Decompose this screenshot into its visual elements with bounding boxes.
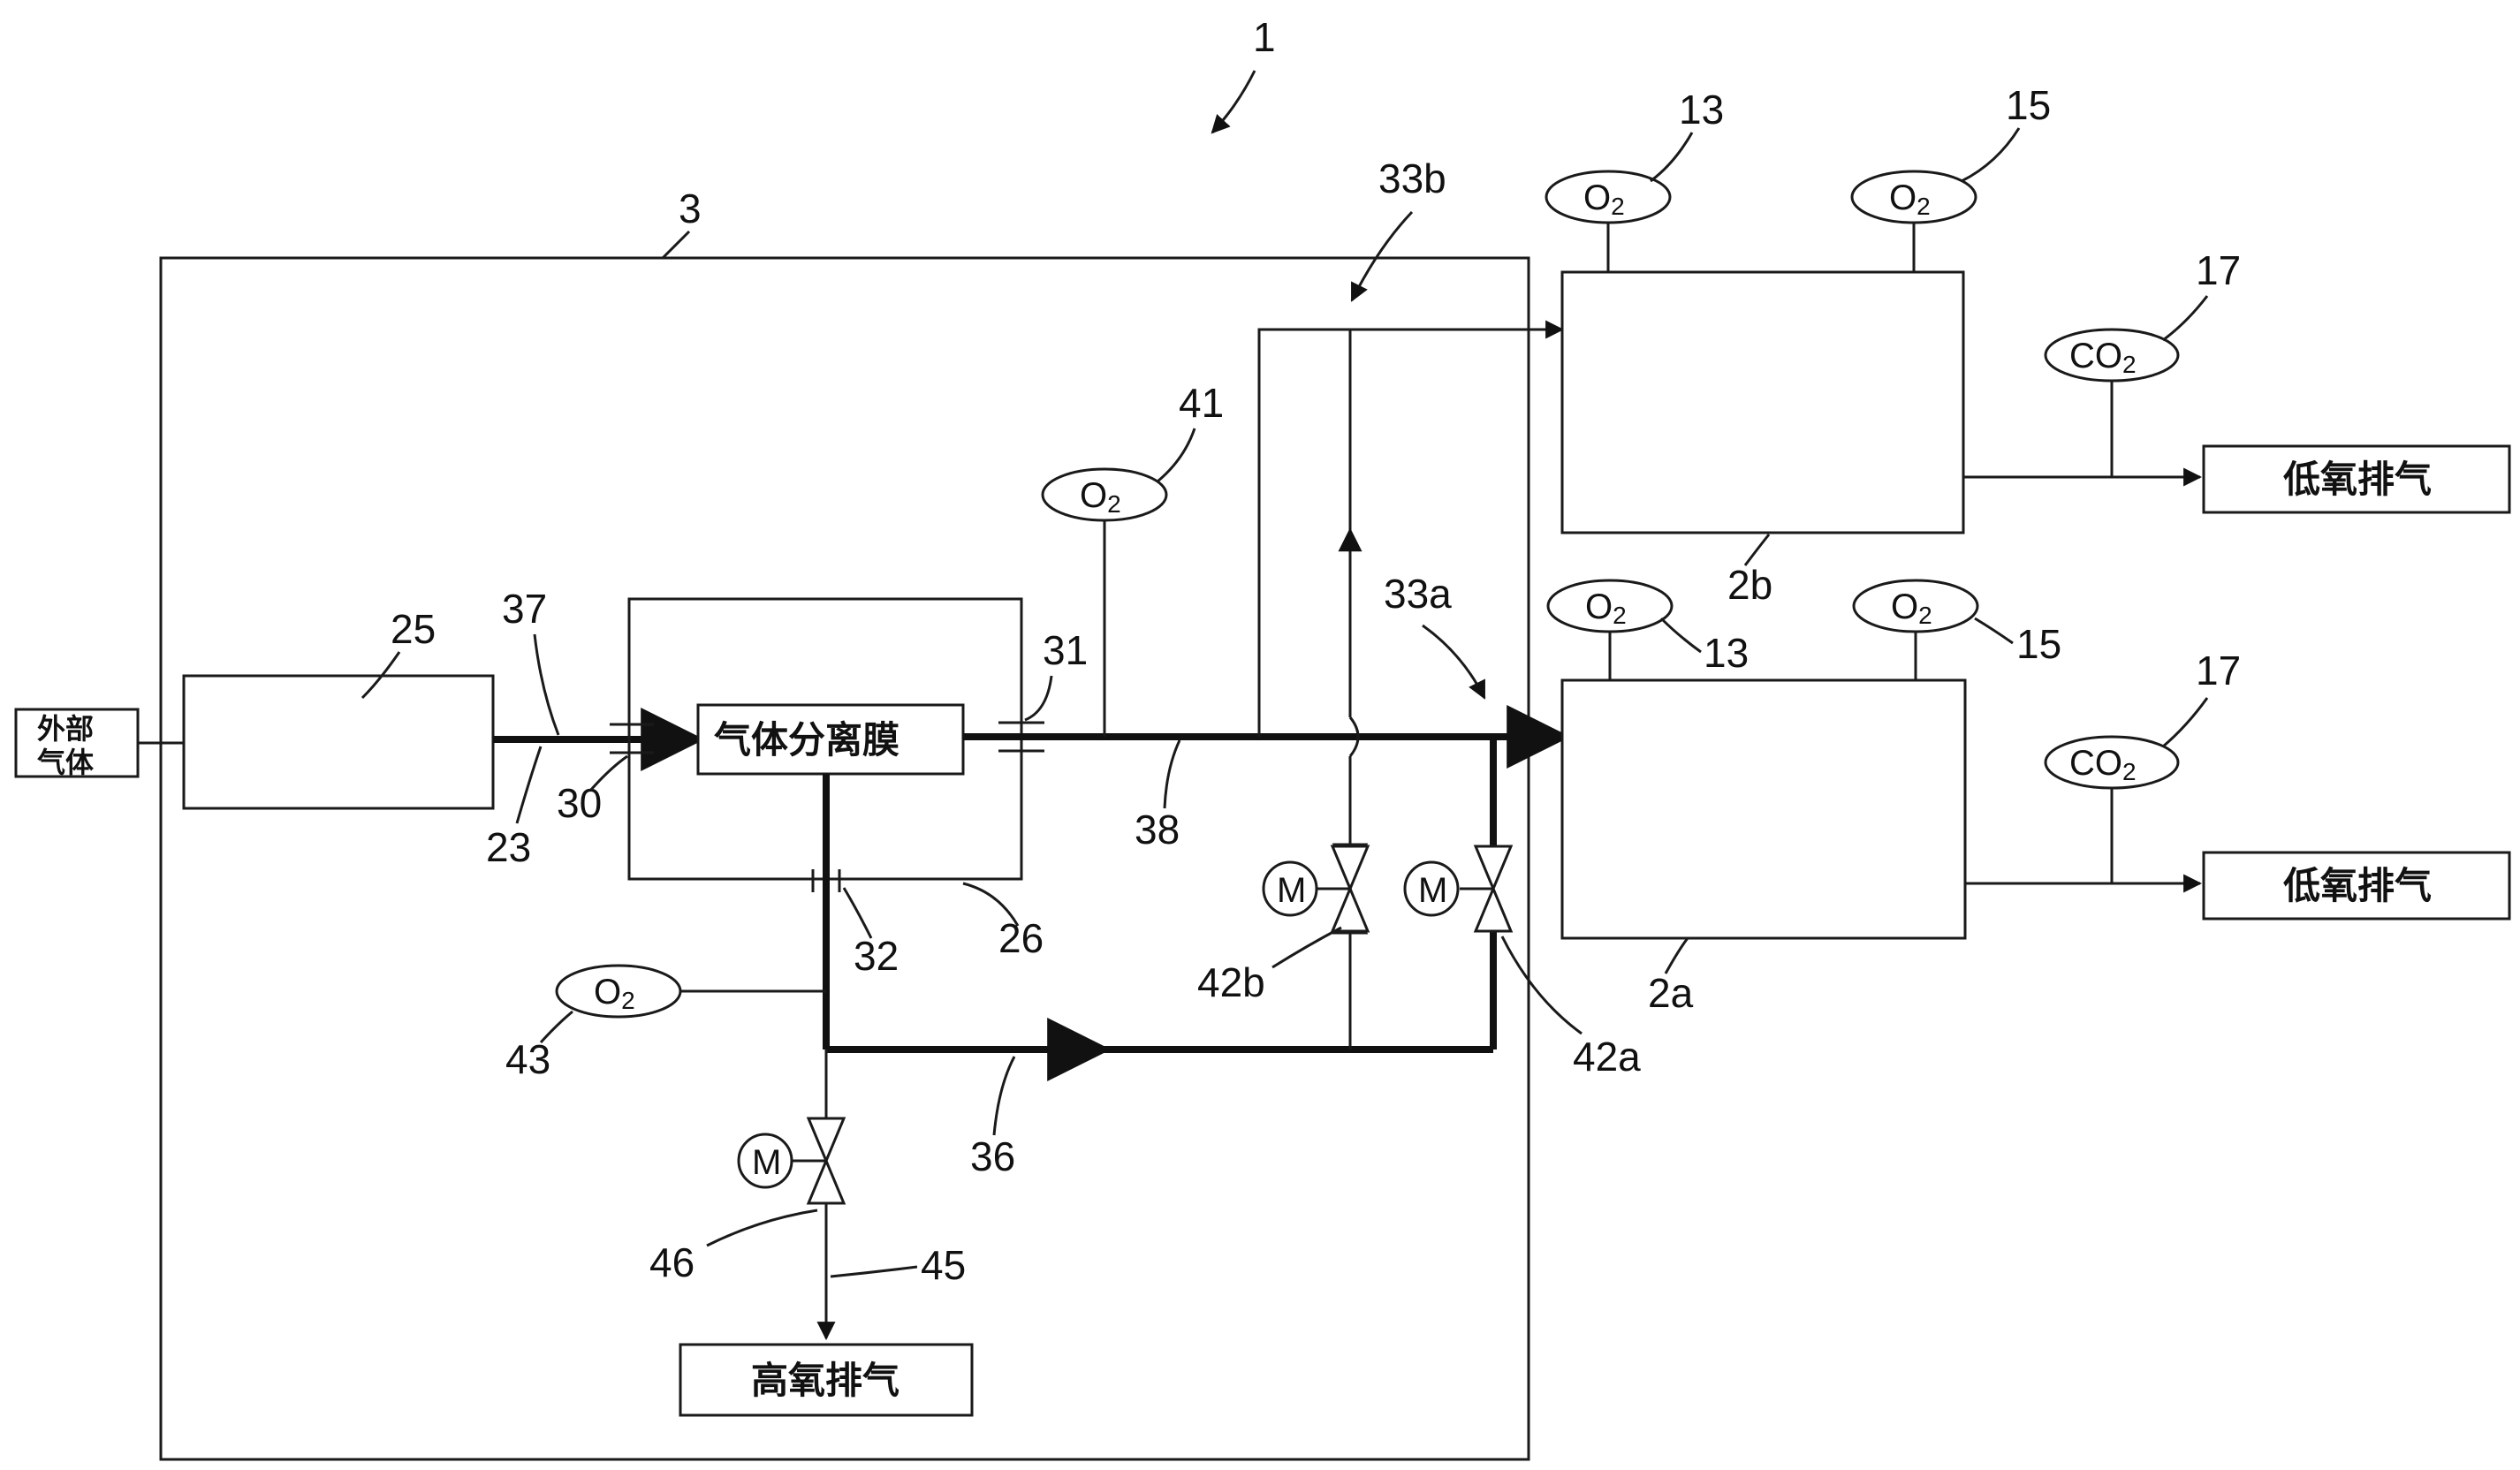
label-sensor-41: 41	[1179, 380, 1224, 426]
sensor-15-top-text: O	[1889, 178, 1917, 217]
motor-42a-text: M	[1418, 871, 1447, 910]
label-pipe-36: 36	[970, 1133, 1015, 1179]
sensor-41-text: O	[1080, 476, 1107, 515]
motor-42b-text: M	[1277, 871, 1306, 910]
sensor-41-sub: 2	[1107, 490, 1121, 518]
label-container-2b: 2b	[1727, 562, 1772, 608]
unit-box	[159, 256, 1530, 1461]
label-pipe-23: 23	[486, 824, 531, 870]
svg-text:O2: O2	[1585, 587, 1627, 629]
outside-air-line1: 外部	[37, 712, 94, 746]
motor-42b	[1262, 860, 1318, 917]
motor-46	[737, 1133, 793, 1189]
high-oxygen-exhaust-label: 高氧排气	[751, 1359, 899, 1402]
sensor-13-top-text: O	[1583, 178, 1611, 217]
label-sensor-17-bottom: 17	[2196, 648, 2241, 693]
label-joint-32: 32	[854, 933, 899, 979]
container-2b	[1560, 270, 1965, 534]
sensor-13-top	[1545, 170, 1672, 224]
sensor-43-text: O	[594, 973, 621, 1012]
low-oxygen-exhaust-bottom-box	[2202, 851, 2511, 921]
sensor-13-top-sub: 2	[1611, 193, 1625, 220]
label-pipe-38: 38	[1135, 807, 1180, 852]
svg-text:CO2: CO2	[2069, 337, 2137, 378]
sensor-17-top-text: CO	[2069, 337, 2122, 375]
outside-air-box	[14, 708, 140, 778]
label-valve-42b: 42b	[1197, 959, 1265, 1005]
sensor-41-o2	[1041, 467, 1168, 522]
valve-42a	[1473, 845, 1514, 892]
label-sensor-15-bottom: 15	[2016, 621, 2061, 667]
sensor-13-bottom	[1546, 579, 1674, 633]
label-branch-33b: 33b	[1378, 155, 1446, 201]
sensor-17-bottom-sub: 2	[2122, 758, 2137, 785]
sensor-15-top	[1850, 170, 1977, 224]
label-joint-31: 31	[1043, 627, 1088, 673]
sensor-15-bottom	[1852, 579, 1979, 633]
svg-text:O2: O2	[1583, 178, 1625, 220]
label-sensor-15-top: 15	[2006, 82, 2051, 128]
label-valve-42a: 42a	[1573, 1034, 1641, 1080]
sensor-43-sub: 2	[621, 987, 635, 1014]
sensor-15-top-sub: 2	[1917, 193, 1931, 220]
label-pipe-37: 37	[502, 586, 547, 632]
svg-text:O2: O2	[1891, 587, 1932, 629]
label-pipe-45: 45	[921, 1242, 966, 1288]
svg-text:O2: O2	[594, 973, 635, 1014]
valve-42b	[1330, 845, 1370, 892]
motor-46-text: M	[752, 1143, 781, 1182]
label-compressor-25: 25	[391, 606, 436, 652]
compressor-box	[182, 674, 495, 810]
valve-46	[806, 1117, 846, 1164]
label-sensor-17-top: 17	[2196, 247, 2241, 293]
container-2a	[1560, 678, 1967, 940]
svg-text:CO2: CO2	[2069, 744, 2137, 785]
sensor-15-bottom-sub: 2	[1918, 602, 1932, 629]
low-oxygen-exhaust-top-box	[2202, 444, 2511, 514]
label-container-2a: 2a	[1648, 970, 1694, 1016]
label-sensor-13-top: 13	[1679, 87, 1724, 133]
label-system-1: 1	[1253, 14, 1276, 60]
label-sensor-13-bottom: 13	[1704, 630, 1749, 676]
low-oxygen-exhaust-top-label: 低氧排气	[2283, 458, 2432, 501]
low-oxygen-exhaust-bottom-label: 低氧排气	[2283, 864, 2432, 907]
label-housing-26: 26	[998, 915, 1044, 961]
outside-air-line2: 气体	[37, 746, 94, 779]
label-valve-46: 46	[649, 1239, 695, 1285]
sensor-17-bottom-text: CO	[2069, 744, 2122, 783]
sensor-13-bottom-sub: 2	[1613, 602, 1627, 629]
label-unit-3: 3	[679, 186, 702, 231]
sensor-17-bottom	[2044, 735, 2180, 790]
label-branch-33a: 33a	[1384, 571, 1452, 617]
sensor-43-o2	[555, 964, 682, 1019]
svg-text:O2: O2	[1080, 476, 1121, 518]
sensor-17-top-sub: 2	[2122, 351, 2137, 378]
membrane-box	[696, 703, 965, 776]
motor-42a	[1403, 860, 1460, 917]
svg-text:O2: O2	[1889, 178, 1931, 220]
sensor-15-bottom-text: O	[1891, 587, 1918, 626]
membrane-label: 气体分离膜	[714, 718, 899, 762]
sensor-17-top	[2044, 328, 2180, 383]
sensor-13-bottom-text: O	[1585, 587, 1613, 626]
high-oxygen-exhaust-box	[679, 1343, 974, 1417]
label-sensor-43: 43	[505, 1036, 550, 1082]
